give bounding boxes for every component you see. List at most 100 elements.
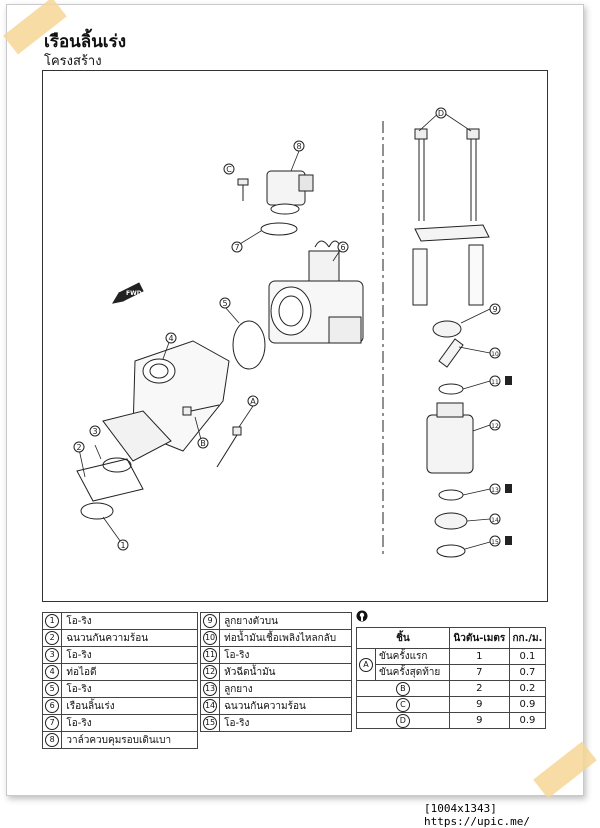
- part-number: 6: [45, 699, 60, 713]
- bolt-c-part: [237, 178, 249, 201]
- svg-text:3: 3: [92, 427, 97, 436]
- svg-text:12: 12: [491, 423, 499, 430]
- svg-text:15: 15: [491, 539, 499, 546]
- svg-text:4: 4: [168, 334, 173, 343]
- o-ring-11-part: [438, 383, 464, 395]
- part-number: 10: [203, 631, 218, 645]
- torque-nm-value: 7: [448, 664, 510, 681]
- part-number: 14: [203, 699, 218, 713]
- part-name: ท่อไอดี: [61, 663, 198, 681]
- table-row: B 2 0.2: [356, 680, 547, 697]
- intake-pipe-part: [102, 340, 230, 462]
- torque-kgm-value: 0.9: [508, 712, 547, 729]
- grommet-13-part: [438, 489, 464, 501]
- part-name: โอ-ริง: [61, 612, 198, 630]
- part-name: ลูกยางตัวบน: [219, 612, 352, 630]
- part-number: 8: [45, 733, 60, 747]
- page-title: เรือนลิ้นเร่ง: [44, 32, 127, 52]
- callout-markers: 8 C 7 6 5 4 A B 3 2 1 D 9 10 11 12 13 14…: [73, 107, 501, 551]
- heat-insulator-2-part: [76, 458, 144, 502]
- part-marker: C: [395, 697, 410, 712]
- svg-text:D: D: [438, 109, 444, 118]
- torque-nm-value: 2: [448, 680, 510, 697]
- torque-wrench-icon: [356, 610, 368, 622]
- part-name: หัวฉีดน้ำมัน: [219, 663, 352, 681]
- svg-text:7: 7: [234, 243, 239, 252]
- svg-text:11: 11: [491, 379, 499, 386]
- o-ring-15-part: [436, 544, 466, 558]
- svg-text:2: 2: [76, 443, 81, 452]
- throttle-body-part: [268, 240, 364, 344]
- lubricant-icon: [505, 376, 512, 545]
- bolt-a-part: [216, 426, 242, 468]
- return-pipe-10-part: [438, 338, 464, 368]
- table-row: D 9 0.9: [356, 712, 547, 729]
- heat-insulator-14-part: [434, 512, 468, 530]
- part-marker: B: [395, 681, 410, 696]
- part-name: ลูกยาง: [219, 680, 352, 698]
- torque-header-part: ชิ้น: [356, 627, 450, 649]
- part-name: เรือนลิ้นเร่ง: [61, 697, 198, 715]
- part-name: โอ-ริง: [61, 680, 198, 698]
- svg-text:13: 13: [491, 487, 499, 494]
- torque-nm-value: 1: [448, 648, 510, 665]
- svg-text:1: 1: [120, 541, 125, 550]
- svg-text:10: 10: [491, 351, 499, 358]
- part-number: 5: [45, 682, 60, 696]
- svg-text:5: 5: [222, 299, 227, 308]
- part-number: 2: [45, 631, 60, 645]
- idle-control-valve-part: [266, 170, 314, 215]
- part-number: 9: [203, 614, 218, 628]
- part-marker: D: [395, 713, 410, 728]
- part-name: วาล์วควบคุมรอบเดินเบา: [61, 731, 198, 749]
- svg-text:B: B: [200, 439, 206, 448]
- o-ring-5-part: [232, 320, 266, 370]
- torque-nm-value: 9: [448, 712, 510, 729]
- exploded-parts-diagram: FWD: [42, 70, 548, 602]
- image-watermark-link[interactable]: [1004x1343] https://upic.me/: [424, 802, 530, 828]
- torque-kgm-value: 0.7: [508, 664, 547, 681]
- torque-nm-value: 9: [448, 696, 510, 713]
- fwd-label: FWD: [126, 290, 142, 297]
- bracket-part: [414, 224, 490, 242]
- part-name: โอ-ริง: [61, 714, 198, 732]
- torque-kgm-value: 0.9: [508, 696, 547, 713]
- torque-header-nm: นิวตัน-เมตร: [448, 627, 510, 649]
- table-row: C 9 0.9: [356, 696, 547, 713]
- part-name: โอ-ริง: [219, 714, 352, 732]
- svg-text:A: A: [250, 397, 256, 406]
- bolt-d-part: [414, 128, 480, 221]
- page-subtitle: โครงสร้าง: [44, 54, 102, 69]
- fuel-pipes-part: [412, 244, 484, 306]
- part-name: ท่อน้ำมันเชื้อเพลิงไหลกลับ: [219, 629, 352, 647]
- svg-text:9: 9: [492, 305, 497, 314]
- injector-12-part: [426, 402, 474, 474]
- tightening-step: ขันครั้งแรก: [375, 648, 450, 665]
- svg-text:C: C: [226, 165, 232, 174]
- fwd-arrow-icon: FWD: [111, 282, 144, 304]
- table-row: A ขันครั้งแรก 1 0.1: [356, 648, 547, 681]
- part-number: 4: [45, 665, 60, 679]
- o-ring-7-part: [260, 222, 298, 236]
- table-row: ขันครั้งสุดท้าย 7 0.7: [357, 664, 547, 681]
- torque-kgm-value: 0.1: [508, 648, 547, 665]
- part-number: 3: [45, 648, 60, 662]
- part-number: 13: [203, 682, 218, 696]
- o-ring-3-part: [102, 457, 132, 473]
- svg-text:6: 6: [340, 243, 345, 252]
- torque-spec-table: ชิ้น นิวตัน-เมตร กก./ม. A ขันครั้งแรก 1 …: [356, 627, 547, 729]
